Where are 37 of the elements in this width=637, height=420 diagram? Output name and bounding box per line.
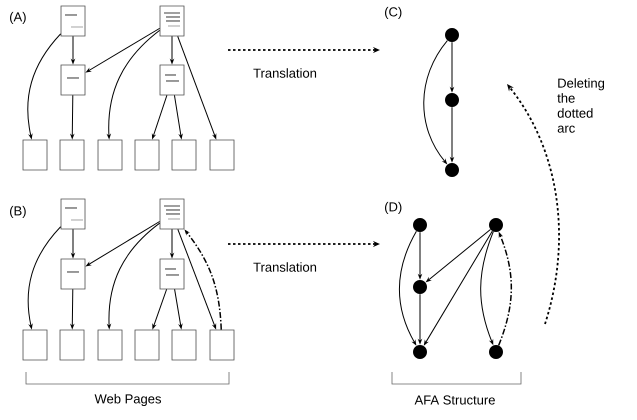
graph-node [489,218,503,232]
bracket-label: AFA Structure [414,395,495,405]
page-box [160,198,184,230]
bracket-label: Web Pages [94,394,161,406]
page-box [160,64,184,96]
page-box [160,6,184,36]
page-box [210,330,234,360]
page-box [98,140,122,170]
page-box [60,330,84,360]
arrow-label: Deleting the dotted arc [557,78,604,133]
page-box [60,198,86,230]
page-box [172,330,196,360]
panel-label: (B) [10,206,26,218]
page-box [172,140,196,170]
graph-node [489,345,503,359]
arrow-label: Translation [253,262,316,272]
page-box [134,330,160,360]
page-box [60,64,86,96]
page-box [22,140,48,170]
page-box [160,258,184,290]
page-box [98,330,122,360]
page-box [210,140,234,170]
graph-node [413,345,427,359]
arrow-label: Translation [253,68,316,78]
page-box [134,140,160,170]
graph-node [413,280,427,294]
graph-node [445,93,459,107]
page-box [60,6,86,36]
panel-label: (C) [385,6,402,20]
panel-label: (A) [10,12,26,24]
graph-node [413,218,427,232]
page-box [60,258,86,290]
page-box [22,330,48,360]
graph-node [445,163,459,177]
panel-label: (D) [385,202,402,214]
graph-node [445,28,459,42]
page-box [60,140,84,170]
